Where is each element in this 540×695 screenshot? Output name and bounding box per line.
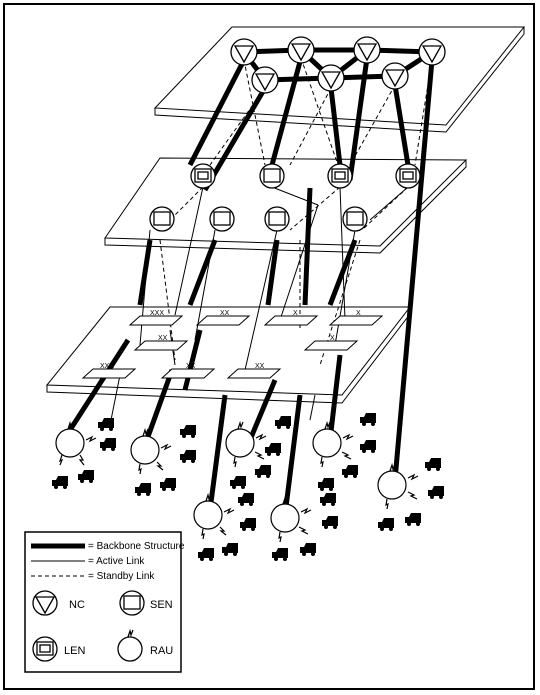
plate-label: XXX	[100, 363, 114, 370]
layer-plane-middle-edge	[104, 160, 467, 254]
sen-node	[209, 206, 235, 232]
rau-node	[55, 420, 97, 466]
plate-label: X	[330, 335, 335, 342]
legend-len-label: LEN	[64, 645, 85, 657]
rau-node	[130, 427, 172, 475]
plate-label: XX	[255, 363, 265, 370]
legend-nc-label: NC	[69, 599, 85, 611]
legend-rau-icon	[117, 628, 143, 662]
plate-label: X	[356, 310, 361, 317]
nc-node	[317, 64, 345, 92]
legend: = Backbone Structure = Active Link = Sta…	[24, 531, 185, 673]
legend-active-label: = Active Link	[88, 556, 145, 567]
nc-node	[230, 38, 258, 66]
sen-nodes	[149, 163, 368, 232]
legend-sen-label: SEN	[150, 599, 173, 611]
sen-node	[342, 206, 368, 232]
plate-label: XX	[186, 363, 196, 370]
len-node	[395, 163, 421, 189]
rau-node	[225, 420, 267, 468]
len-node	[327, 163, 353, 189]
sen-node	[149, 206, 175, 232]
legend-backbone-label: = Backbone Structure	[88, 541, 185, 552]
nc-node	[418, 38, 446, 66]
rau-node	[193, 492, 235, 540]
len-node	[190, 163, 216, 189]
standby-links	[159, 57, 433, 366]
sen-node	[259, 163, 285, 189]
rau-cluster	[55, 420, 419, 543]
nc-node	[381, 62, 409, 90]
plate-label: XXX	[150, 310, 164, 317]
legend-sen-icon	[119, 590, 145, 616]
rau-node	[377, 462, 419, 510]
figure-frame	[3, 3, 535, 690]
nc-node	[251, 66, 279, 94]
len-nodes	[190, 163, 421, 189]
sen-node	[264, 206, 290, 232]
legend-len-icon	[32, 636, 58, 662]
nc-node	[287, 36, 315, 64]
legend-nc-icon	[32, 590, 58, 616]
layer-plane-top-edge	[154, 27, 525, 133]
rau-plates	[81, 315, 384, 379]
plate-labels: XXX XX X X XX X XXX XX XX	[100, 310, 361, 370]
rau-node	[312, 420, 354, 468]
plate-label: XX	[158, 335, 168, 342]
plate-label: X	[293, 310, 298, 317]
legend-standby-label: = Standby Link	[88, 571, 155, 582]
legend-rau-label: RAU	[150, 645, 173, 657]
nc-nodes	[230, 36, 446, 94]
plate-label: XX	[220, 310, 230, 317]
rau-node	[270, 495, 312, 543]
nc-node	[353, 36, 381, 64]
